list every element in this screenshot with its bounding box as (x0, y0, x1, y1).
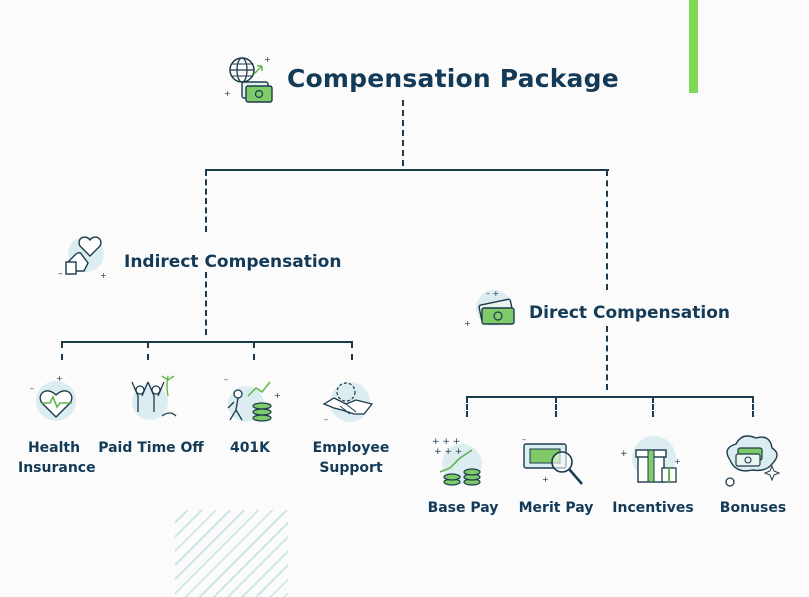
direct-connector-top (606, 170, 608, 290)
svg-text:+: + (274, 391, 281, 400)
indirect-drop-4 (351, 342, 353, 360)
celebrating-people-icon (131, 375, 177, 420)
svg-text:–: – (324, 415, 328, 424)
indirect-branch-line (61, 341, 353, 343)
svg-text:+: + (674, 457, 681, 466)
magnified-bill-icon: – + (522, 435, 583, 485)
bonuses-label: Bonuses (719, 500, 787, 516)
direct-drop-4 (752, 397, 754, 417)
svg-text:– +: – + (486, 289, 499, 298)
money-cloud-icon (725, 435, 781, 487)
direct-drop-1 (466, 397, 468, 417)
svg-text:+: + (100, 271, 107, 280)
base-pay-label: Base Pay (427, 500, 499, 516)
svg-text:+: + (224, 89, 231, 98)
svg-text:+: + (56, 374, 63, 383)
svg-text:+: + (542, 475, 549, 484)
svg-text:–: – (522, 435, 526, 444)
hatch-pattern (175, 510, 288, 597)
indirect-drop-1 (61, 342, 63, 360)
401k-label: 401K (229, 440, 271, 456)
gift-box-icon: + + (620, 436, 681, 483)
page-title: Compensation Package (287, 64, 619, 93)
svg-text:+: + (620, 449, 628, 459)
indirect-drop-3 (253, 342, 255, 360)
direct-drop-2 (555, 397, 557, 417)
merit-pay-label: Merit Pay (518, 500, 594, 516)
direct-drop-3 (652, 397, 654, 417)
root-branch-line (205, 169, 609, 171)
svg-text:+ + +: + + + (432, 437, 460, 447)
paid-time-off-label: Paid Time Off (98, 440, 204, 456)
svg-text:+ + +: + + + (434, 447, 462, 457)
direct-compensation-label: Direct Compensation (529, 303, 730, 323)
svg-text:–: – (224, 375, 228, 384)
globe-money-icon: + + (224, 55, 273, 103)
heart-hand-icon: – + (58, 236, 107, 280)
coins-growth-icon: + + + + + + (432, 437, 482, 486)
root-connector (402, 100, 404, 166)
svg-text:–: – (30, 384, 34, 393)
direct-connector-bottom (606, 326, 608, 390)
svg-text:+: + (464, 319, 471, 328)
direct-branch-line (466, 396, 754, 398)
svg-text:+: + (264, 55, 271, 64)
heart-monitor-icon: + – (30, 374, 76, 421)
indirect-drop-2 (147, 342, 149, 360)
incentives-label: Incentives (612, 500, 694, 516)
indirect-connector-bottom (205, 272, 207, 335)
indirect-connector-top (205, 170, 207, 232)
svg-text:–: – (58, 269, 63, 279)
indirect-compensation-label: Indirect Compensation (124, 252, 342, 272)
handshake-icon: – (322, 382, 374, 424)
accent-bar (689, 0, 698, 93)
money-stack-icon: + – + (464, 289, 515, 328)
elder-coins-icon: + – (224, 375, 281, 422)
